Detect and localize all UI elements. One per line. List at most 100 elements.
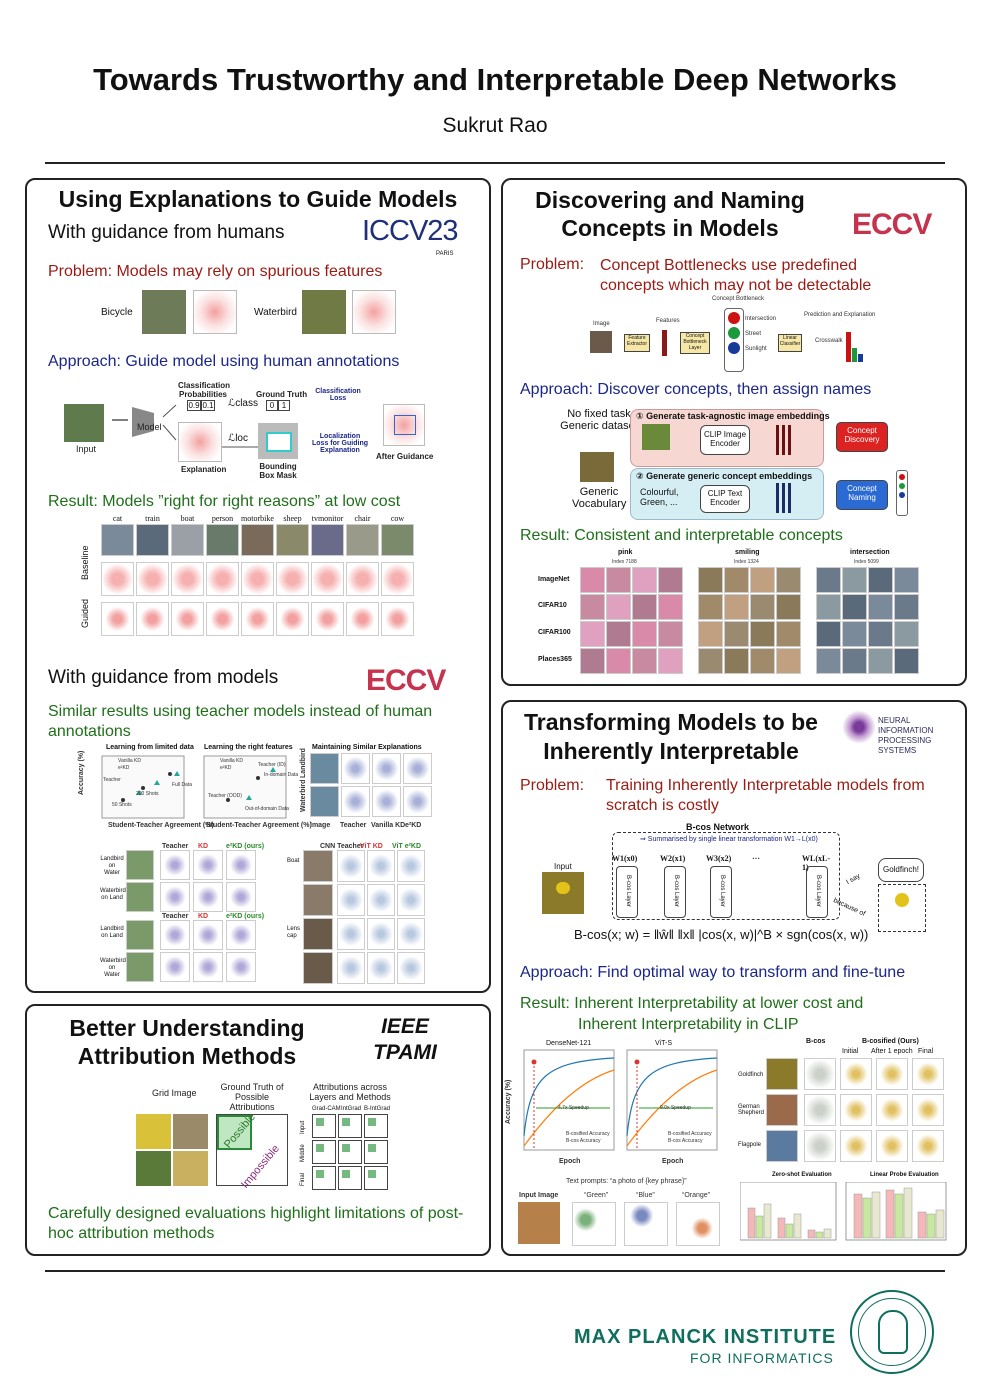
gt-label: Ground Truth xyxy=(256,390,308,399)
plot2-ood: Out-of-domain Data xyxy=(245,806,289,812)
vit-image xyxy=(303,918,333,950)
loc-loss-label: Localization Loss for Guiding Explanatio… xyxy=(312,433,368,454)
concept-image xyxy=(724,621,749,647)
after-guidance-map xyxy=(383,404,425,446)
concept-image xyxy=(816,648,841,674)
attr-heading: Better Understanding Attribution Methods xyxy=(69,1015,305,1069)
nofix-label: No fixed task Generic dataset xyxy=(560,408,638,432)
vit-attribution xyxy=(397,850,425,882)
plot1-leg2: e²KD xyxy=(118,765,130,771)
concept-image xyxy=(580,567,605,593)
concept-image xyxy=(658,648,683,674)
prompt-blue: “Blue” xyxy=(636,1192,655,1199)
bcos-explanation-map xyxy=(804,1130,836,1162)
guided-map xyxy=(101,602,134,636)
bcos-col: B-cos xyxy=(806,1038,826,1045)
acc-xlabel-2: Epoch xyxy=(662,1158,684,1165)
col-pink: pink xyxy=(618,549,633,556)
named-concepts xyxy=(896,470,908,516)
text-prompts: Text prompts: “a photo of {key phrase}” xyxy=(566,1178,687,1185)
bird-row-label: Waterbird on Water xyxy=(100,958,126,978)
concept-image xyxy=(816,621,841,647)
vit-image xyxy=(303,884,333,916)
ex-e2kd-1: e²KD (ours) xyxy=(226,843,265,850)
col-smiling-idx: Index 1324 xyxy=(734,559,759,565)
concept-image xyxy=(776,648,801,674)
bcos-formula: B-cos(x; w) = ‖ŵ‖ ‖x‖ |cos(x, w)|^B × sg… xyxy=(574,927,869,942)
method-2: IntGrad xyxy=(341,1106,362,1112)
guided-map xyxy=(171,602,204,636)
concept-image xyxy=(606,621,631,647)
clip-text-encoder: CLIP Text Encoder xyxy=(700,485,750,513)
prob-1: 0.9 xyxy=(187,400,201,411)
baseline-map xyxy=(311,562,344,596)
layer-weight-label: W2(x1) xyxy=(660,854,686,863)
bcos-explanation-map xyxy=(912,1094,944,1126)
bcos-problem-label: Problem: xyxy=(520,777,585,794)
bcos-layer-label: B-cos Layer xyxy=(719,875,725,908)
concept-image xyxy=(632,594,657,620)
plot1-xlabel: Student-Teacher Agreement (%) xyxy=(108,822,214,829)
neurips-logo: NEURAL INFORMATION PROCESSING SYSTEMS xyxy=(878,716,934,755)
col-teacher: Teacher xyxy=(340,822,367,829)
feature-bars xyxy=(662,330,667,356)
concept-image xyxy=(868,594,893,620)
clip-blue-map xyxy=(624,1202,668,1246)
acc-leg1a: B-cosified Accuracy xyxy=(566,1131,610,1137)
guide-result: Result: Models ”right for right reasons”… xyxy=(48,493,401,510)
cb-image: Image xyxy=(593,321,610,327)
attribution-panel xyxy=(25,1004,491,1256)
ex-teacher-2: Teacher xyxy=(162,913,189,920)
class-loss-label: Classification Loss xyxy=(315,388,361,402)
concept-image xyxy=(658,621,683,647)
class-label: boat xyxy=(180,514,195,523)
bcos-explanation-map xyxy=(840,1130,872,1162)
concept-image xyxy=(776,567,801,593)
concept-image xyxy=(842,594,867,620)
vit-attribution xyxy=(367,884,395,916)
acc-xlabel-1: Epoch xyxy=(559,1158,581,1165)
concept-image xyxy=(816,594,841,620)
step1-image xyxy=(642,424,670,450)
bird-attribution xyxy=(226,952,256,982)
lp-title: Linear Probe Evaluation xyxy=(870,1172,939,1178)
attribution-map xyxy=(364,1114,388,1138)
plot-ylabel: Accuracy (%) xyxy=(78,750,85,795)
baseline-map xyxy=(241,562,274,596)
mpi-sub: FOR INFORMATICS xyxy=(690,1350,834,1366)
concept-image xyxy=(658,567,683,593)
waterbird-attribution xyxy=(352,290,396,334)
guided-label: Guided xyxy=(80,598,90,628)
after-col: After 1 epoch xyxy=(871,1048,913,1055)
eccv-logo-1: ECCV xyxy=(366,664,446,697)
col-smiling: smiling xyxy=(735,549,760,556)
layer-middle: Middle xyxy=(300,1144,306,1162)
concepts-result: Result: Consistent and interpretable con… xyxy=(520,527,843,544)
guided-map xyxy=(206,602,239,636)
bird-row-label: Waterbird on Land xyxy=(100,888,126,901)
bcos-row-image xyxy=(766,1058,798,1090)
bird-image xyxy=(310,753,339,784)
row-flagpole: Flagpole xyxy=(738,1142,762,1148)
class-label: train xyxy=(145,514,160,523)
plot1-teacher: Teacher xyxy=(103,777,121,783)
class-image xyxy=(346,524,379,556)
bcos-explanation-map xyxy=(840,1094,872,1126)
bcos-problem: Training Inherently Interpretable models… xyxy=(606,777,925,814)
class-image xyxy=(241,524,274,556)
input-image-label: Input Image xyxy=(519,1192,559,1199)
prompt-orange: “Orange” xyxy=(682,1192,711,1199)
layer-attribution-grid xyxy=(312,1114,390,1192)
bird-image xyxy=(126,882,154,912)
input-image xyxy=(64,404,104,442)
bird-explanation xyxy=(403,753,432,784)
bird-image xyxy=(126,920,154,950)
concept-image xyxy=(842,621,867,647)
speedup-2: 9.0x Speedup xyxy=(660,1105,691,1111)
models-subheading: With guidance from models xyxy=(48,667,279,688)
guide-panel xyxy=(25,178,491,993)
concept-image xyxy=(894,648,919,674)
bcos-input-label: Input xyxy=(554,862,572,871)
concept-image xyxy=(868,621,893,647)
